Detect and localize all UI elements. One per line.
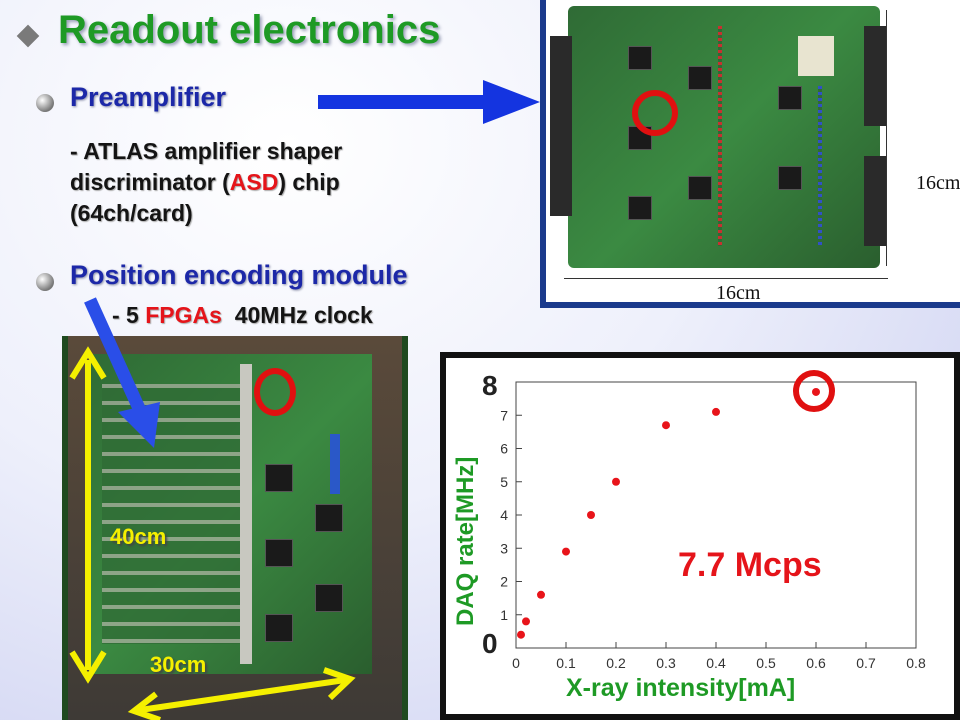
chip [778, 86, 802, 110]
data-point [537, 590, 545, 599]
y-tick-label: 2 [500, 574, 508, 590]
y-top-label: 8 [482, 370, 498, 401]
preamp-heading: Preamplifier [70, 82, 227, 112]
data-point [662, 421, 670, 430]
chip [688, 66, 712, 90]
x-tick-label: 0.6 [806, 655, 826, 671]
preamp-line-3: (64ch/card) [70, 200, 193, 226]
highlight-circle [632, 90, 678, 136]
bullet-icon [36, 273, 54, 291]
data-point [562, 547, 570, 556]
connector-right [864, 26, 886, 126]
resistor-array [818, 86, 822, 246]
dimension-arrows [69, 297, 356, 720]
arrow-down-icon [84, 297, 148, 418]
data-point [517, 630, 525, 639]
y-tick-label: 3 [500, 540, 508, 556]
fpga-chip [265, 539, 293, 567]
board-width-label: 16cm [716, 282, 761, 304]
y-tick-label: 6 [500, 441, 508, 457]
x-tick-label: 0.2 [606, 655, 626, 671]
x-tick-label: 0 [512, 655, 520, 671]
cable [330, 434, 340, 494]
plot-frame [515, 381, 917, 649]
x-tick-label: 0.5 [756, 655, 776, 671]
bullet-icon [36, 94, 54, 112]
daq-rate-chart: 0 0.1 0.2 0.3 0.4 0.5 0.6 0.7 0.8 1 2 3 4 5 6 7 [440, 352, 960, 720]
x-axis-label: X-ray intensity[mA] [566, 674, 796, 702]
resistor-array [718, 26, 722, 246]
chip [628, 196, 652, 220]
module-height-label: 40cm [110, 524, 167, 549]
x-tick-label: 0.7 [856, 655, 876, 671]
fpgas-highlight: FPGAs [145, 302, 222, 328]
chip [778, 166, 802, 190]
y-tick-label: 4 [500, 507, 508, 523]
preamp-line-1: - ATLAS amplifier shaper [70, 138, 343, 164]
connector-right [864, 156, 886, 246]
y-tick-label: 7 [500, 407, 508, 423]
preamp-board-photo: 16cm 16cm [540, 0, 960, 308]
y-tick-label: 1 [500, 607, 508, 623]
title-bullet-icon [16, 24, 40, 48]
fpga-chip [265, 614, 293, 642]
asd-highlight: ASD [229, 169, 279, 195]
height-ruler [886, 10, 887, 266]
preamp-line-2: discriminator (ASD) chip [70, 169, 340, 195]
posenc-heading: Position encoding module [70, 260, 408, 290]
x-tick-label: 0.1 [556, 655, 576, 671]
highlight-circle [254, 368, 296, 416]
preamp-description: - ATLAS amplifier shaper discriminator (… [70, 136, 490, 229]
x-tick-label: 0.3 [656, 655, 676, 671]
chip [628, 46, 652, 70]
connector-left [550, 36, 572, 216]
slide-title: Readout electronics [58, 8, 441, 52]
y-bottom-label: 0 [482, 628, 498, 659]
data-point [712, 407, 720, 416]
module-width-label: 30cm [150, 652, 207, 677]
posenc-description: - 5 FPGAs 40MHz clock [112, 302, 373, 328]
width-arrow [139, 677, 346, 713]
x-tick-label: 0.4 [706, 655, 726, 671]
label-sticker [798, 36, 834, 76]
highlight-circle [793, 370, 835, 412]
y-tick-label: 5 [500, 474, 508, 490]
fpga-chip [315, 504, 343, 532]
y-axis-label: DAQ rate[MHz] [452, 456, 479, 626]
chart-plot: 0 0.1 0.2 0.3 0.4 0.5 0.6 0.7 0.8 1 2 3 4 5 6 7 [500, 381, 926, 671]
pcb-board [550, 6, 886, 268]
data-point [612, 477, 620, 486]
connector-rows [102, 384, 252, 644]
data-point [587, 511, 595, 519]
data-point [522, 617, 530, 626]
fpga-chip [265, 464, 293, 492]
x-tick-label: 0.8 [906, 655, 926, 671]
arrow-right-icon [318, 80, 540, 124]
fpga-chip [315, 584, 343, 612]
width-ruler [564, 278, 888, 279]
metal-bar [240, 364, 252, 664]
board-height-label: 16cm [916, 172, 960, 194]
rate-annotation: 7.7 Mcps [678, 546, 822, 584]
chip [688, 176, 712, 200]
